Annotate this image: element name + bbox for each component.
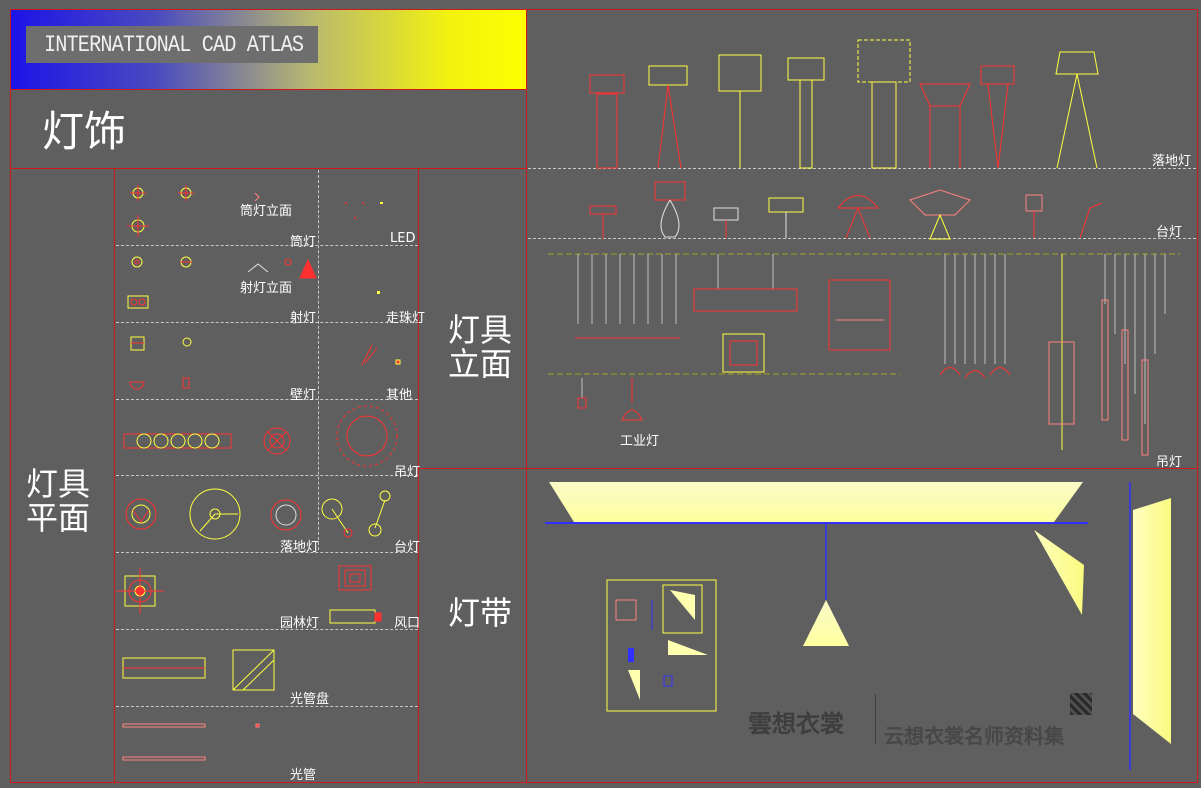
light-strip-icon <box>545 482 1171 770</box>
downlight-icon <box>127 185 260 237</box>
watermark-subtitle: 云想衣裳名师资料集 <box>884 724 1064 748</box>
frame-top <box>10 9 1198 10</box>
label-table-lamp-elev: 台灯 <box>1156 225 1183 240</box>
frame-plan-col2 <box>418 168 419 783</box>
label-light-tube: 光管 <box>290 768 317 783</box>
label-pendant-plan: 吊灯 <box>394 465 421 480</box>
elev-grid-row1 <box>528 168 1196 169</box>
garden-lamp-icon <box>116 568 164 614</box>
watermark-divider <box>875 694 876 744</box>
floor-lamp-plan-icon <box>125 488 302 540</box>
section-title: 灯饰 <box>42 107 127 156</box>
pendant-elevation-icon <box>548 253 1180 456</box>
frame-banner-bottom <box>10 89 527 90</box>
spotlight-icon <box>127 256 317 309</box>
elev-grid-row2 <box>528 238 1196 239</box>
light-panel-icon <box>122 649 275 691</box>
label-led: LED <box>390 231 416 246</box>
watermark-qr-icon <box>1070 693 1092 715</box>
label-downlight-elevation: 筒灯立面 <box>240 204 293 219</box>
strip-section-title: 灯带 <box>448 594 513 632</box>
label-spotlight: 射灯 <box>290 311 317 326</box>
plan-grid-row3 <box>116 399 418 400</box>
frame-left <box>10 9 11 783</box>
light-tube-icon <box>122 723 260 761</box>
plan-grid-row4 <box>116 475 418 476</box>
banner-title-box <box>26 26 318 63</box>
plan-grid-row7 <box>116 706 418 707</box>
frame-strip-top <box>418 468 1198 469</box>
track-light-icon <box>377 291 380 294</box>
label-floor-lamp-elev: 落地灯 <box>1152 154 1192 169</box>
label-spotlight-elevation: 射灯立面 <box>240 281 293 296</box>
wall-lamp-icon <box>129 336 401 390</box>
elevation-section-title: 灯具 立面 <box>448 311 513 383</box>
plan-grid-row1 <box>116 245 418 246</box>
floor-lamp-elevation-icon <box>589 39 1099 169</box>
plan-title-line2: 平面 <box>26 498 91 537</box>
label-industrial-lamp: 工业灯 <box>620 434 660 449</box>
frame-plan-col1 <box>114 168 115 783</box>
label-wall-lamp: 壁灯 <box>290 388 317 403</box>
label-table-lamp-plan: 台灯 <box>394 540 421 555</box>
frame-divider-center <box>526 9 527 783</box>
label-air-vent: 风口 <box>394 616 421 631</box>
pendant-plan-icon <box>123 405 398 467</box>
plan-grid-vertical <box>318 170 319 550</box>
banner-title: INTERNATIONAL CAD ATLAS <box>44 32 304 58</box>
frame-bottom <box>10 782 1198 783</box>
label-track-light: 走珠灯 <box>386 311 426 326</box>
plan-grid-row6 <box>116 629 418 630</box>
label-garden-lamp: 园林灯 <box>280 616 320 631</box>
frame-header-bottom <box>10 168 527 169</box>
label-other: 其他 <box>386 388 413 403</box>
plan-section-title: 灯具 平面 <box>26 465 91 537</box>
watermark-brand: 雲想衣裳 <box>748 709 844 738</box>
table-lamp-plan-icon <box>321 490 391 538</box>
plan-grid-row2 <box>116 322 418 323</box>
label-downlight: 筒灯 <box>290 235 317 250</box>
plan-title-line1: 灯具 <box>26 465 91 503</box>
table-lamp-elevation-icon <box>589 181 1103 240</box>
label-pendant-elev: 吊灯 <box>1156 455 1183 470</box>
label-floor-lamp-plan: 落地灯 <box>280 540 320 555</box>
frame-right <box>1197 9 1198 783</box>
air-vent-icon <box>329 565 382 624</box>
elev-title-line1: 灯具 <box>448 311 513 349</box>
plan-grid-row5 <box>116 552 418 553</box>
label-light-panel: 光管盘 <box>290 692 330 707</box>
elev-title-line2: 立面 <box>448 344 513 383</box>
led-icon <box>345 202 383 219</box>
